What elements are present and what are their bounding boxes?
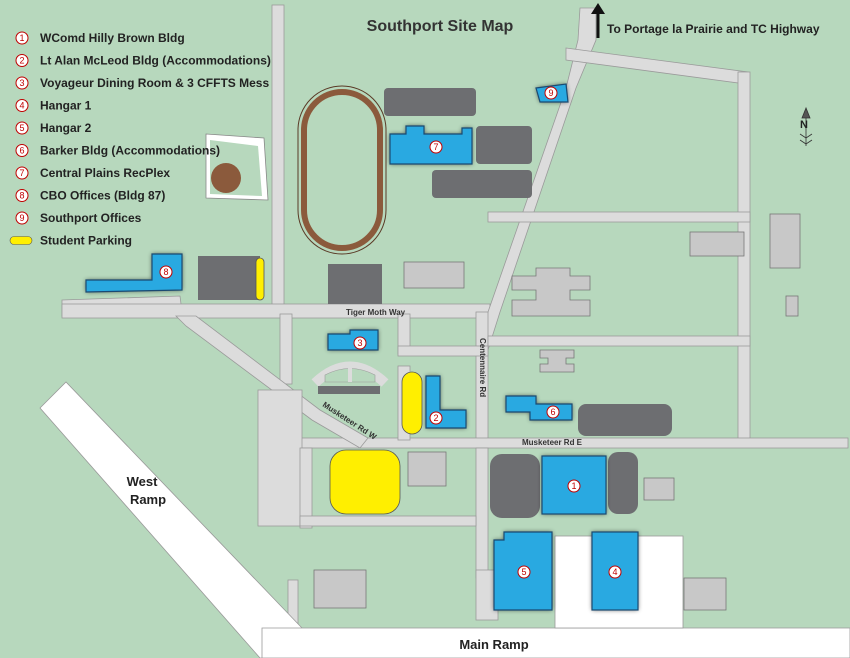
legend-number: 8	[19, 191, 24, 201]
svg-text:9: 9	[548, 88, 553, 98]
legend-item-5: 5 Hangar 2	[15, 121, 92, 135]
marker-5: 5	[517, 565, 531, 579]
svg-text:7: 7	[433, 142, 438, 152]
legend-label: Lt Alan McLeod Bldg (Accommodations)	[40, 54, 271, 68]
direction-arrow-icon	[591, 3, 605, 38]
svg-text:6: 6	[550, 407, 555, 417]
legend-label: Voyageur Dining Room & 3 CFFTS Mess	[40, 76, 269, 90]
legend-item-6: 6 Barker Bldg (Accommodations)	[15, 144, 220, 158]
legend-label: Hangar 1	[40, 99, 92, 113]
legend-number: 9	[19, 213, 24, 223]
legend-label: Southport Offices	[40, 211, 142, 225]
road-network	[61, 4, 849, 631]
marker-7: 7	[429, 140, 443, 154]
legend-item-8: 8 CBO Offices (Bldg 87)	[15, 189, 165, 203]
legend-item-1: 1 WComd Hilly Brown Bldg	[15, 31, 185, 45]
north-arrow-icon	[799, 106, 813, 146]
main-ramp-label: Main Ramp	[459, 637, 528, 652]
building-8	[85, 253, 183, 293]
road-label-centennaire: Centennaire Rd	[478, 338, 487, 397]
marker-6: 6	[546, 405, 560, 419]
svg-text:2: 2	[433, 413, 438, 423]
legend-item-7: 7 Central Plains RecPlex	[15, 166, 170, 180]
student-parking-areas	[255, 257, 423, 515]
legend-label: Student Parking	[40, 234, 132, 248]
legend-item-2: 2 Lt Alan McLeod Bldg (Accommodations)	[15, 54, 271, 68]
svg-text:3: 3	[357, 338, 362, 348]
running-track	[301, 89, 383, 251]
legend-item-3: 3 Voyageur Dining Room & 3 CFFTS Mess	[15, 76, 269, 90]
legend-number: 7	[19, 168, 24, 178]
svg-text:4: 4	[612, 567, 617, 577]
legend-label: Central Plains RecPlex	[40, 166, 170, 180]
road-label-musketeer-e: Musketeer Rd E	[522, 438, 583, 447]
marker-8: 8	[159, 265, 173, 279]
road-label-tiger-moth: Tiger Moth Way	[346, 308, 406, 317]
legend-label: CBO Offices (Bldg 87)	[40, 189, 165, 203]
legend-number: 6	[19, 146, 24, 156]
legend-item-4: 4 Hangar 1	[15, 99, 92, 113]
marker-9: 9	[544, 86, 558, 100]
map-title: Southport Site Map	[367, 18, 514, 35]
legend-item-9: 9 Southport Offices	[15, 211, 142, 225]
svg-text:5: 5	[521, 567, 526, 577]
svg-text:1: 1	[571, 481, 576, 491]
building-markers: 8 7 9 3 2 6 1 5 4	[159, 86, 622, 579]
main-ramp	[261, 627, 850, 658]
building-small-bar	[318, 386, 380, 394]
legend-number: 2	[19, 56, 24, 66]
legend-item-parking: Student Parking	[9, 234, 132, 248]
grey-buildings	[198, 88, 672, 518]
marker-2: 2	[429, 411, 443, 425]
legend-label: WComd Hilly Brown Bldg	[40, 31, 185, 45]
direction-label: To Portage la Prairie and TC Highway	[607, 22, 820, 36]
legend-number: 4	[19, 101, 24, 111]
west-ramp-label-1: West	[127, 474, 158, 489]
legend-number: 5	[19, 123, 24, 133]
marker-1: 1	[567, 479, 581, 493]
north-label: N	[800, 119, 808, 131]
parking-swatch	[9, 236, 33, 245]
legend: 1 WComd Hilly Brown Bldg 2 Lt Alan McLeod B…	[9, 31, 271, 248]
legend-label: Barker Bldg (Accommodations)	[40, 144, 220, 158]
pitchers-mound	[211, 163, 241, 193]
west-ramp-label-2: Ramp	[130, 492, 166, 507]
legend-number: 3	[19, 78, 24, 88]
legend-label: Hangar 2	[40, 121, 92, 135]
marker-3: 3	[353, 336, 367, 350]
legend-number: 1	[19, 33, 24, 43]
svg-text:8: 8	[163, 267, 168, 277]
light-buildings	[313, 213, 801, 611]
building-4	[591, 531, 639, 611]
marker-4: 4	[608, 565, 622, 579]
